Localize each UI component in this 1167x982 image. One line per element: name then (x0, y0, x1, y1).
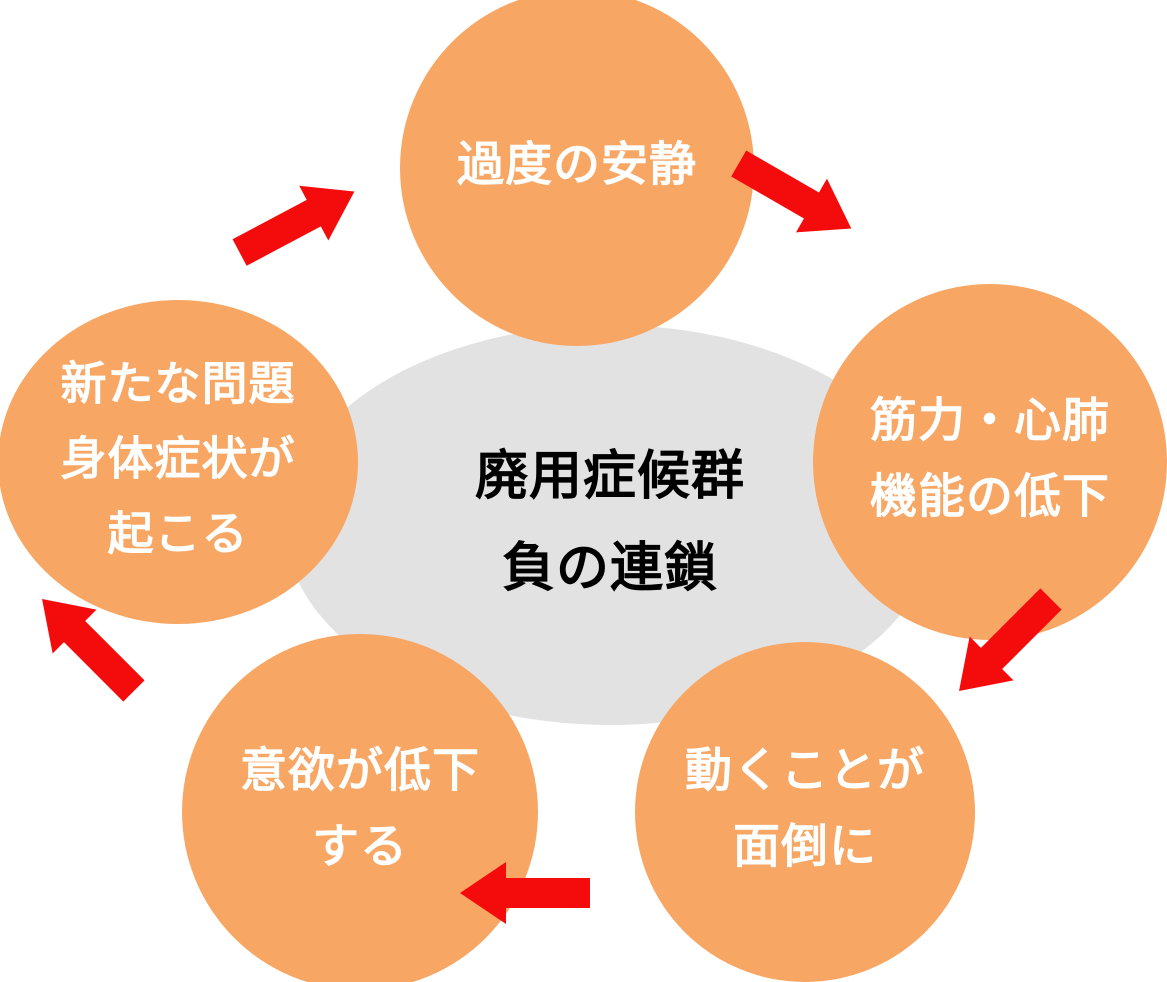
center-title-line-1: 廃用症候群 (475, 446, 745, 507)
node-label-new-problems-physical-symptoms-line-3: 起こる (108, 507, 249, 561)
arrow-bottom-right-to-bottom-left (460, 862, 590, 924)
arrow-right-to-bottom-right (959, 588, 1062, 691)
node-circle-new-problems-physical-symptoms[interactable] (0, 300, 358, 624)
arrow-group (42, 150, 1062, 924)
node-label-motivation-decreases-line-2: する (312, 820, 408, 875)
node-label-muscle-cardiopulmonary-decline-line-1: 筋力・心肺 (870, 394, 1110, 449)
node-circle-moving-becomes-troublesome[interactable] (635, 642, 975, 982)
node-label-motivation-decreases-line-1: 意欲が低下 (240, 744, 480, 799)
node-label-new-problems-physical-symptoms-line-2: 身体症状が (61, 432, 296, 486)
arrow-bottom-left-to-left (42, 599, 145, 702)
node-circle-excessive-rest[interactable] (400, 0, 754, 346)
node-circle-muscle-cardiopulmonary-decline[interactable] (813, 284, 1167, 640)
center-background-ellipse (285, 325, 935, 725)
node-label-new-problems-physical-symptoms-line-1: 新たな問題 (61, 357, 296, 411)
arrow-left-to-top (232, 185, 355, 266)
node-label-excessive-rest-line-1: 過度の安静 (457, 138, 697, 193)
node-label-moving-becomes-troublesome-line-1: 動くことが (685, 744, 925, 799)
node-label-moving-becomes-troublesome-line-2: 面倒に (733, 820, 877, 875)
node-label-muscle-cardiopulmonary-decline-line-2: 機能の低下 (870, 470, 1110, 525)
center-title-line-2: 負の連鎖 (502, 538, 718, 599)
node-circle-motivation-decreases[interactable] (182, 634, 538, 982)
arrow-top-to-right (731, 150, 852, 233)
